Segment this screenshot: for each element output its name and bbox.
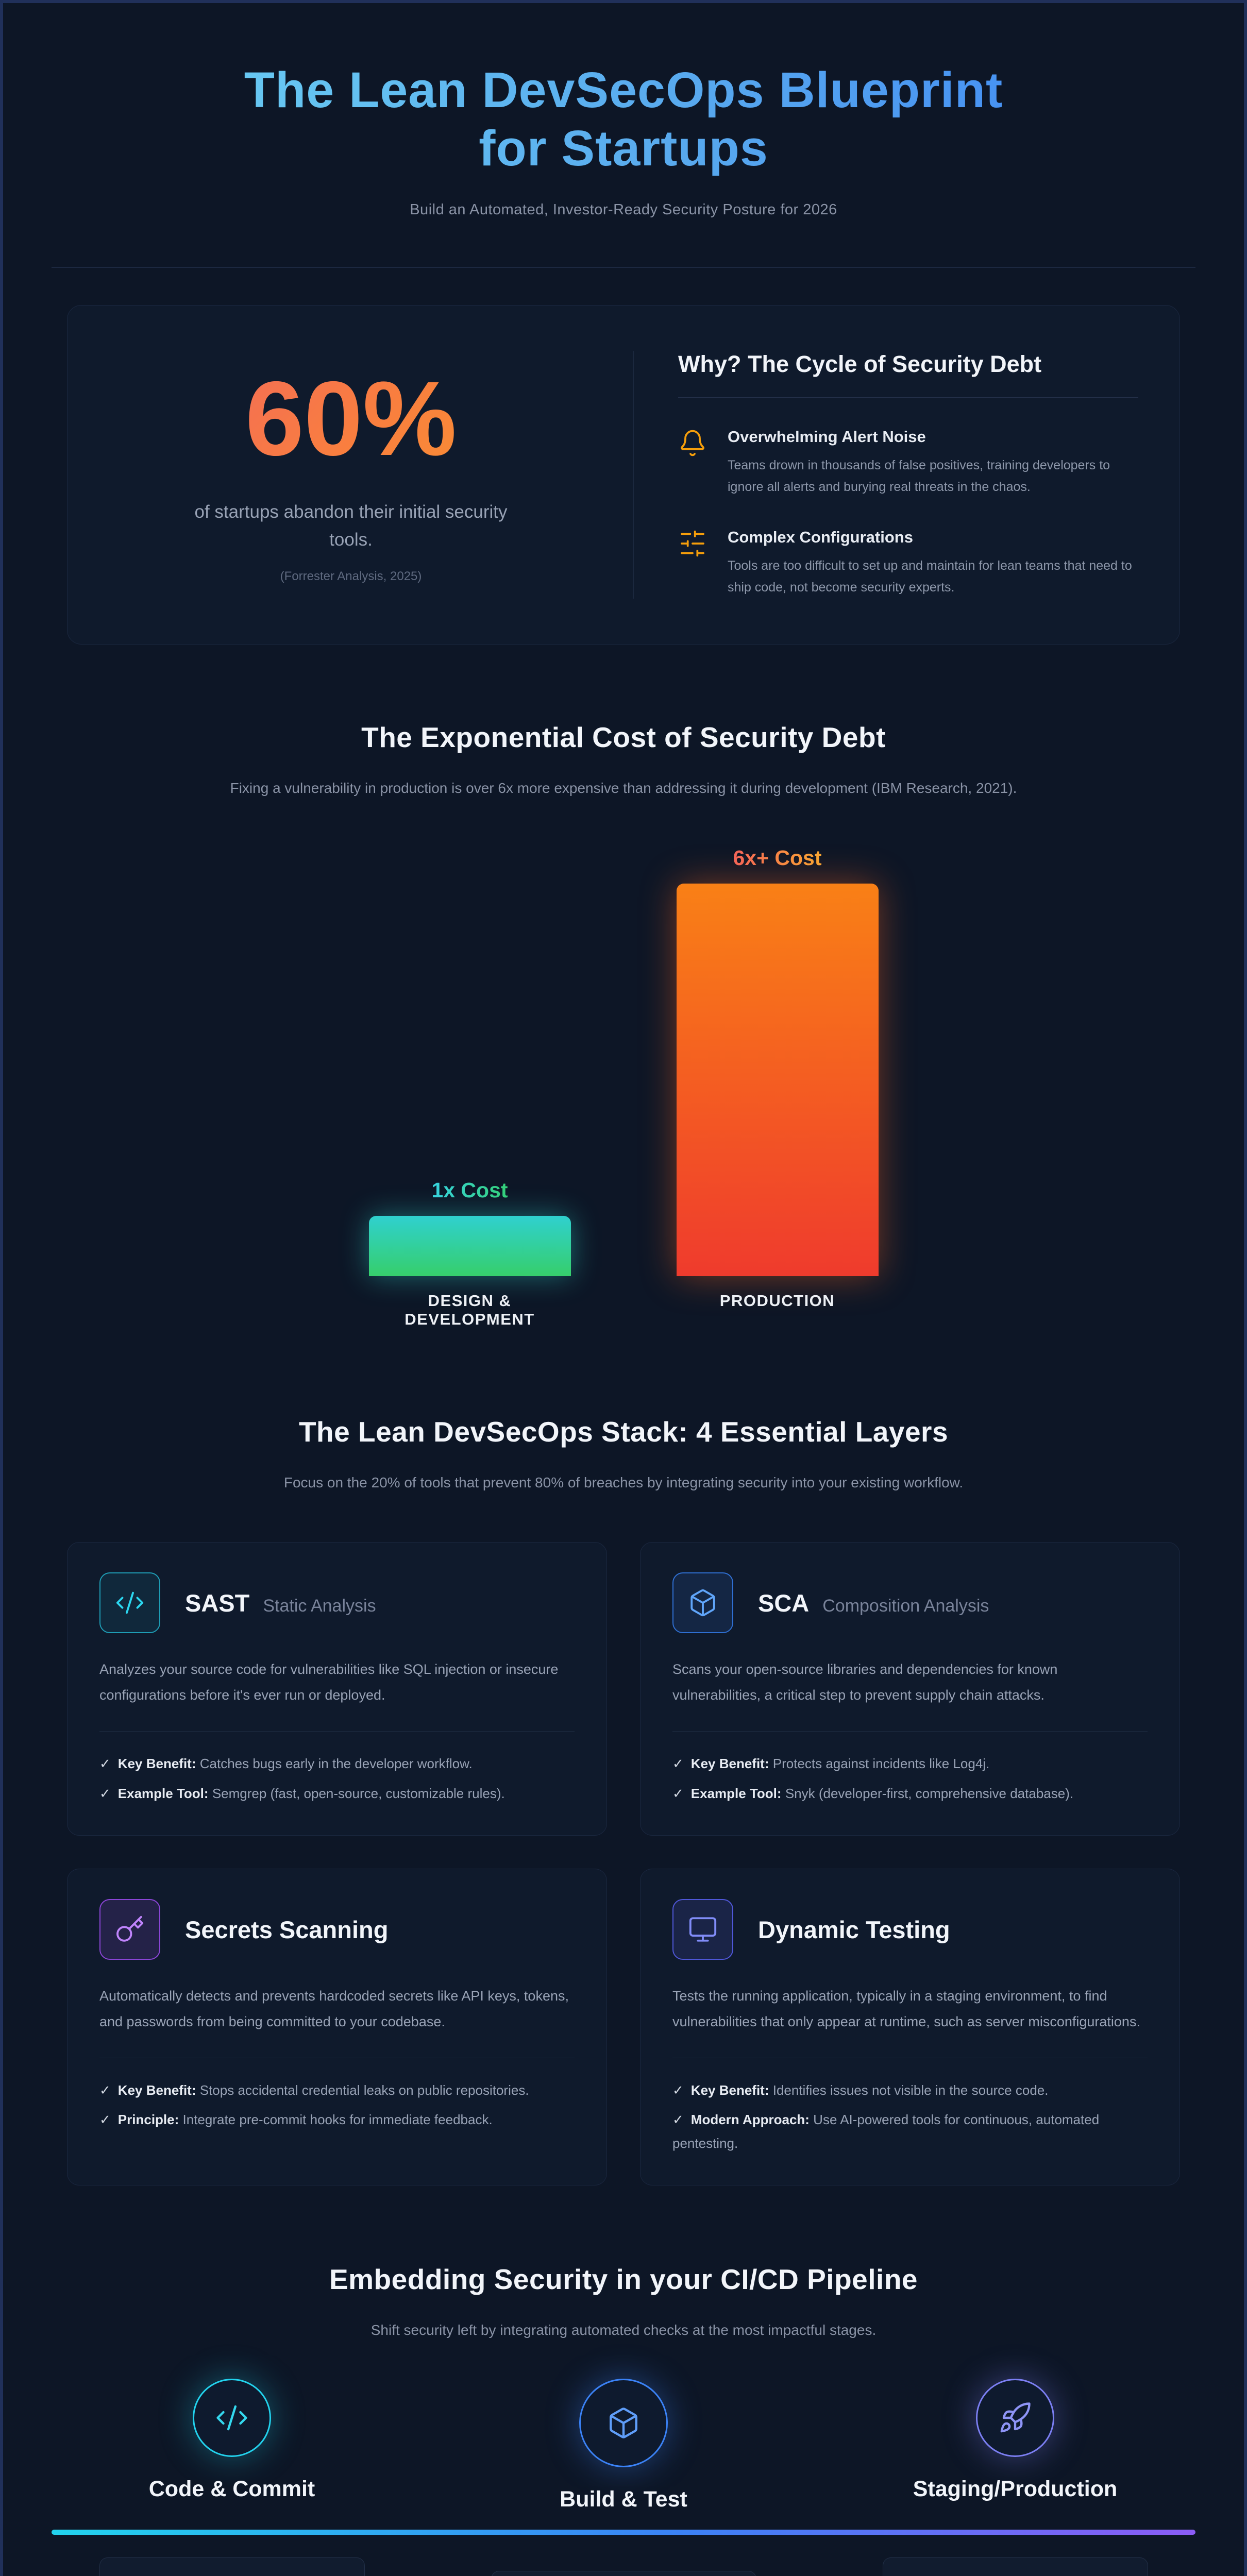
divider <box>672 1731 1148 1732</box>
stack-title: The Lean DevSecOps Stack: 4 Essential La… <box>298 1415 949 1448</box>
card-point: ✓Key Benefit: Catches bugs early in the … <box>99 1756 473 1772</box>
bar-value-label: 1x Cost <box>431 1178 508 1202</box>
code-icon <box>99 1572 160 1634</box>
page-title-line1: The Lean DevSecOps Blueprint <box>244 62 1003 118</box>
x-axis-label: DESIGN & DEVELOPMENT <box>405 1291 535 1328</box>
card-dynamic-testing: Dynamic Testing Tests the running applic… <box>640 1869 1180 2186</box>
card-title: SAST <box>185 1589 250 1617</box>
check-icon: ✓ <box>99 1785 111 1801</box>
bell-icon <box>678 429 707 457</box>
card-title: SCA <box>758 1589 810 1617</box>
bar-production <box>676 883 879 1276</box>
stack-grid: SAST Static Analysis Analyzes your sourc… <box>67 1542 1180 2186</box>
card-title: Dynamic Testing <box>758 1916 950 1943</box>
page-title: The Lean DevSecOps Blueprint for Startup… <box>3 61 1244 178</box>
why-item-text: Teams drown in thousands of false positi… <box>728 457 1110 495</box>
stage-label: Staging/Production <box>913 2477 1118 2501</box>
card-body: Analyzes your source code for vulnerabil… <box>99 1662 559 1703</box>
why-heading: Why? The Cycle of Security Debt <box>678 351 1138 398</box>
card-point: ✓Example Tool: Semgrep (fast, open-sourc… <box>99 1785 505 1801</box>
card-point: ✓Modern Approach: Use AI-powered tools f… <box>672 2112 1100 2151</box>
check-icon: ✓ <box>99 2112 111 2128</box>
card-body: Tests the running application, typically… <box>672 1988 1140 2029</box>
stat-source: (Forrester Analysis, 2025) <box>280 569 422 584</box>
card-body: Scans your open-source libraries and dep… <box>672 1662 1058 1703</box>
card-tag: Static Analysis <box>263 1596 376 1616</box>
security-debt-card: 60% of startups abandon their initial se… <box>67 304 1180 645</box>
page-title-line2: for Startups <box>479 120 768 177</box>
rocket-icon <box>976 2379 1054 2457</box>
pipeline-subtitle: Shift security left by integrating autom… <box>370 2322 877 2338</box>
header-divider <box>52 266 1195 268</box>
page-subtitle: Build an Automated, Investor-Ready Secur… <box>410 201 837 218</box>
stage-code-commit: Code & Commit <box>52 2379 412 2502</box>
list-item: Overwhelming Alert Noise Teams drown in … <box>678 428 1138 498</box>
check-icon: ✓ <box>99 1756 111 1772</box>
card-point: ✓Key Benefit: Identifies issues not visi… <box>672 2082 1049 2098</box>
cube-icon <box>672 1572 733 1634</box>
chart-title: The Exponential Cost of Security Debt <box>361 721 886 753</box>
key-icon <box>99 1899 160 1960</box>
why-item-title: Complex Configurations <box>728 528 913 546</box>
list-item: Complex Configurations Tools are too dif… <box>678 528 1138 599</box>
bar-value-label: 6x+ Cost <box>733 845 822 870</box>
card-point: ✓Key Benefit: Stops accidental credentia… <box>99 2082 529 2098</box>
bar-design-development <box>368 1215 571 1276</box>
check-icon: ✓ <box>99 2082 111 2098</box>
code-icon <box>193 2379 271 2457</box>
stage-staging-production: Staging/Production <box>835 2379 1195 2502</box>
card-point: ✓Principle: Integrate pre-commit hooks f… <box>99 2112 493 2128</box>
chart-subtitle: Fixing a vulnerability in production is … <box>230 779 1017 796</box>
run-here-box: Run Here: DAST Continuous Pentesting Clo… <box>882 2557 1148 2576</box>
why-item-text: Tools are too difficult to set up and ma… <box>728 558 1132 595</box>
pipeline-run-boxes: Run Here: SAST SCA Secrets Scanning Run … <box>52 2557 1195 2576</box>
monitor-icon <box>672 1899 733 1960</box>
check-icon: ✓ <box>672 1785 684 1801</box>
x-axis-label: PRODUCTION <box>719 1291 835 1310</box>
card-title: Secrets Scanning <box>185 1916 389 1943</box>
pipeline-gradient-line <box>52 2530 1195 2535</box>
pipeline-stages: Code & Commit Build & Test Staging/Pro <box>52 2379 1195 2512</box>
stat-caption: of startups abandon their initial securi… <box>194 501 508 550</box>
divider <box>99 1731 575 1732</box>
card-sca: SCA Composition Analysis Scans your open… <box>640 1542 1180 1836</box>
stack-subtitle: Focus on the 20% of tools that prevent 8… <box>283 1474 964 1490</box>
sliders-icon <box>678 529 707 558</box>
stat-value: 60% <box>109 366 593 471</box>
card-point: ✓Example Tool: Snyk (developer-first, co… <box>672 1785 1074 1801</box>
card-sast: SAST Static Analysis Analyzes your sourc… <box>67 1542 607 1836</box>
stage-label: Build & Test <box>560 2487 687 2512</box>
check-icon: ✓ <box>672 2112 684 2128</box>
run-here-box: Run Here: SAST SCA Secrets Scanning <box>99 2557 365 2576</box>
security-debt-reasons: Why? The Cycle of Security Debt Overwhel… <box>633 350 1138 599</box>
card-tag: Composition Analysis <box>822 1596 989 1616</box>
stage-label: Code & Commit <box>148 2477 315 2501</box>
card-secrets-scanning: Secrets Scanning Automatically detects a… <box>67 1869 607 2186</box>
header: The Lean DevSecOps Blueprint for Startup… <box>3 3 1244 268</box>
stat-block: 60% of startups abandon their initial se… <box>109 366 593 584</box>
run-here-box: Run Here: Container Scanning Unit/Integr… <box>491 2571 756 2576</box>
check-icon: ✓ <box>672 2082 684 2098</box>
why-item-title: Overwhelming Alert Noise <box>728 427 926 446</box>
check-icon: ✓ <box>672 1756 684 1772</box>
cost-bar-chart: 1x Cost 6x+ Cost <box>3 846 1244 1276</box>
cube-icon <box>579 2379 668 2467</box>
stage-build-test: Build & Test <box>443 2379 804 2512</box>
card-point: ✓Key Benefit: Protects against incidents… <box>672 1756 990 1772</box>
card-body: Automatically detects and prevents hardc… <box>99 1988 569 2029</box>
pipeline-title: Embedding Security in your CI/CD Pipelin… <box>329 2263 918 2296</box>
